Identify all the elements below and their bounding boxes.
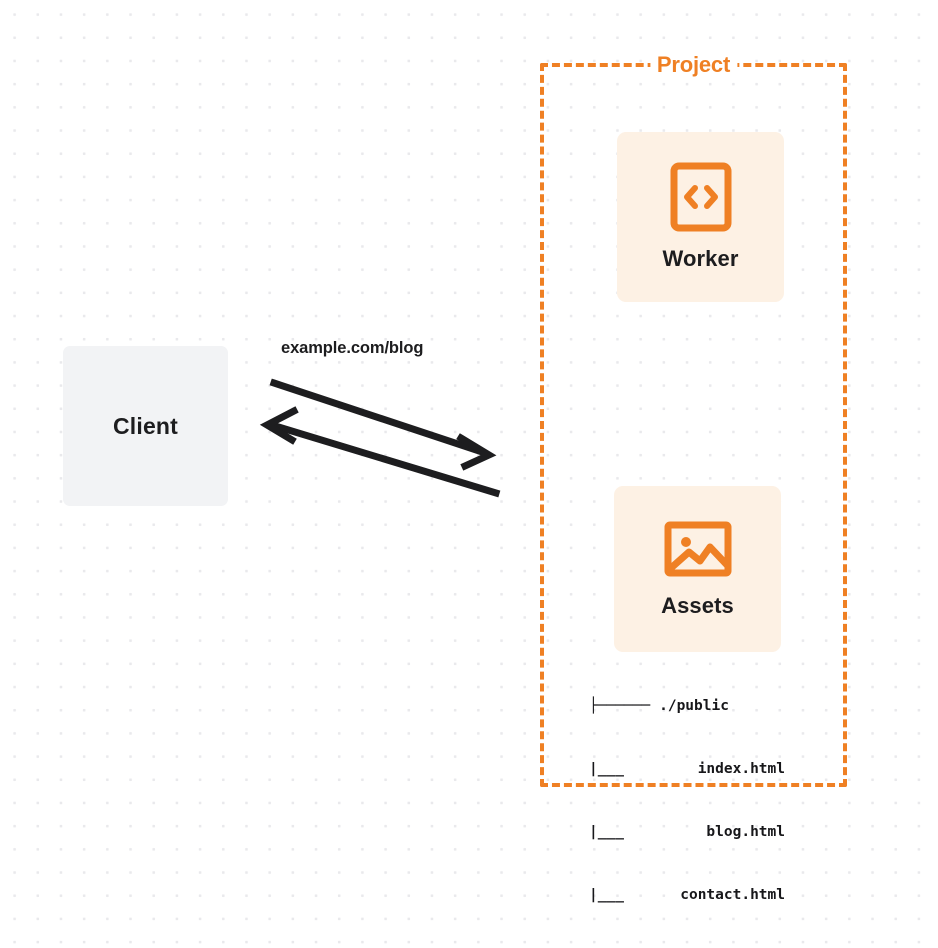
file-tree-row: |___ contact.html <box>589 885 785 906</box>
response-arrow-left <box>259 406 501 498</box>
tree-item-name: contact.html <box>680 887 785 903</box>
project-container: Project Worker Assets ├────── ./public <box>540 52 847 903</box>
service-label-assets: Assets <box>661 593 734 618</box>
code-file-icon <box>670 162 731 232</box>
tree-item-name: ./public <box>659 698 729 714</box>
image-icon <box>664 521 731 577</box>
tree-branch-glyph: |___ <box>589 824 624 840</box>
tree-item-name: index.html <box>697 761 785 777</box>
file-tree-row: ├────── ./public <box>589 696 785 717</box>
tree-item-name: blog.html <box>706 824 785 840</box>
service-label-worker: Worker <box>662 246 739 271</box>
file-tree-row: |___ blog.html <box>589 822 785 843</box>
connection-arrows <box>259 378 501 498</box>
asset-file-tree: ├────── ./public |___ index.html |___ bl… <box>589 654 785 948</box>
tree-branch-glyph: |___ <box>589 887 624 903</box>
request-arrow-right <box>269 378 497 471</box>
client-node[interactable]: Client <box>63 346 228 506</box>
diagram-canvas: Client example.com/blog Project Worker <box>63 52 847 903</box>
tree-branch-glyph: ├────── <box>589 698 651 714</box>
service-card-assets[interactable]: Assets <box>614 486 781 652</box>
project-title: Project <box>649 52 738 78</box>
client-label: Client <box>112 412 179 439</box>
service-card-worker[interactable]: Worker <box>617 132 784 302</box>
connection-url-label: example.com/blog <box>281 339 424 357</box>
file-tree-row: |___ index.html <box>589 759 785 780</box>
tree-branch-glyph: |___ <box>589 761 624 777</box>
